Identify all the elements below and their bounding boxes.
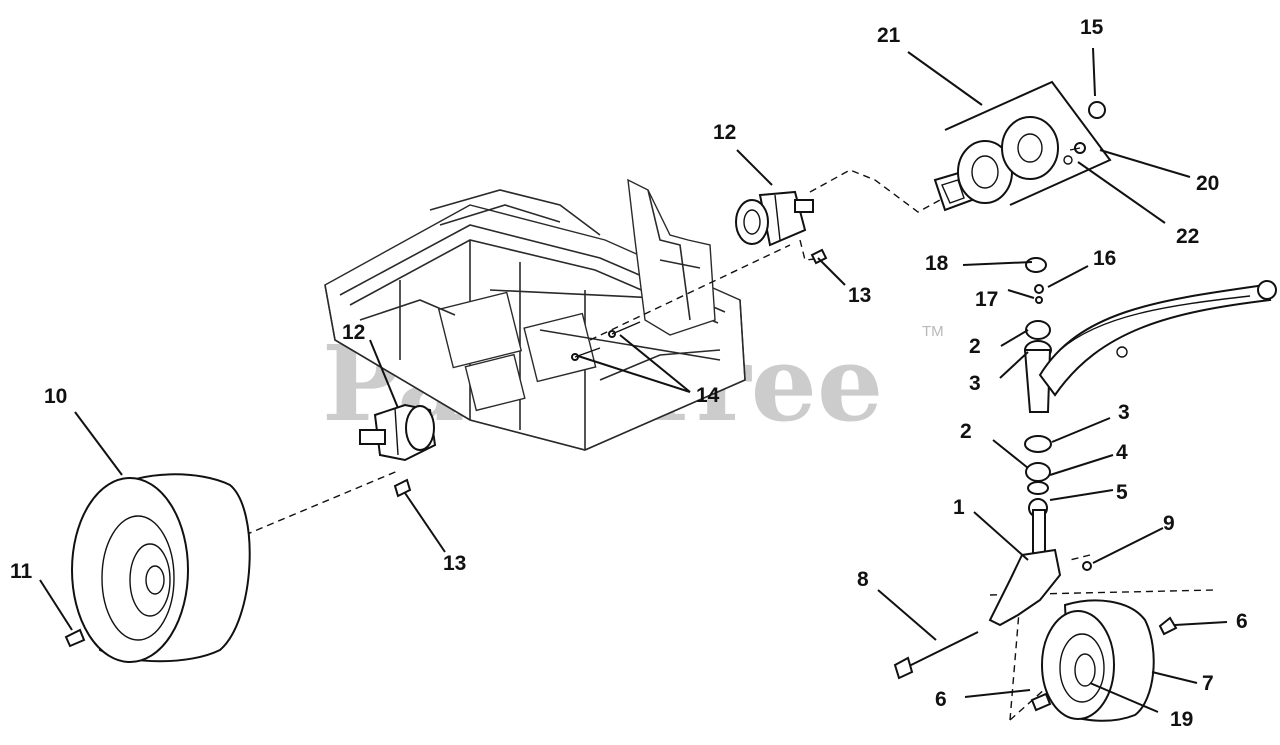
wheel-motor-upper [735,190,814,247]
callout-13-upper: 13 [848,284,871,307]
wheel-motor-lower [359,403,437,462]
callout-21: 21 [877,24,901,47]
callout-2-upper: 2 [969,335,981,358]
caster-arm [1038,280,1277,397]
callout-4: 4 [1116,441,1128,464]
bolt-leader-upper [799,239,826,261]
callout-8: 8 [857,568,869,591]
axle-leader-center [589,244,791,341]
shaft-leader-right [809,169,941,213]
callout-17: 17 [975,288,998,311]
caster-leader-left [1009,599,1021,721]
callout-12-lower: 12 [342,321,365,344]
chassis-frame [324,178,746,451]
callout-18: 18 [925,252,949,275]
callout-11: 11 [10,560,33,583]
callout-3-lower: 3 [1118,401,1130,424]
callout-12-upper: 12 [713,121,736,144]
callout-19: 19 [1170,708,1193,731]
callout-16: 16 [1093,247,1116,270]
caster-fork [988,509,1092,627]
callout-9: 9 [1163,512,1175,535]
caster-axle-bolt [893,631,979,680]
rear-wheel [64,473,251,663]
callout-13-lower: 13 [443,552,466,575]
brake-pulley-assembly [933,101,1106,212]
callout-labels: 21 15 12 20 22 18 16 17 13 12 2 3 14 10 … [10,16,1248,731]
callout-1: 1 [953,496,965,519]
callout-22: 22 [1176,225,1199,248]
callout-6-left: 6 [935,688,947,711]
callout-15: 15 [1080,16,1104,39]
callout-2-lower: 2 [960,420,972,443]
callout-14: 14 [696,384,720,407]
caster-spindle-stack [1023,257,1052,518]
watermark-trademark: TM [922,323,944,340]
callout-3-upper: 3 [969,372,981,395]
callout-10: 10 [44,385,67,408]
callout-7: 7 [1202,672,1214,695]
axle-leader-left [244,469,401,536]
caster-wheel [1030,599,1178,722]
callout-5: 5 [1116,481,1128,504]
nut-leader [1069,554,1091,561]
callout-6-right: 6 [1236,610,1248,633]
callout-20: 20 [1196,172,1219,195]
bolts-small [393,248,828,498]
leader-lines [39,47,1228,713]
